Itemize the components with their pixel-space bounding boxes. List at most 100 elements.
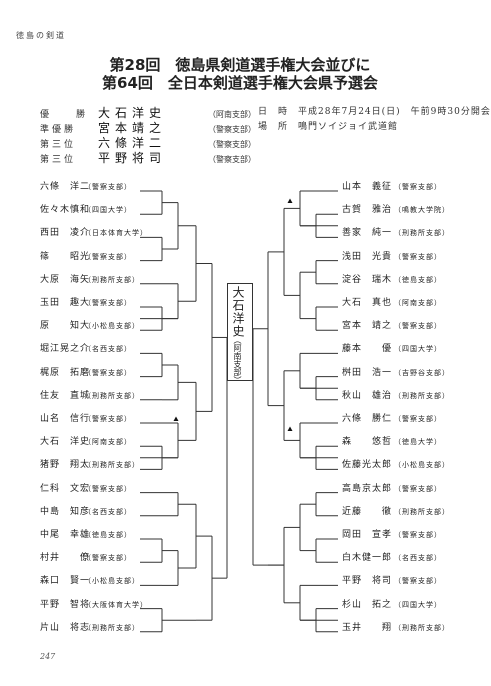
player-affil: （警察支部） bbox=[394, 484, 442, 493]
player-affil: （警察支部） bbox=[84, 299, 132, 307]
player-name: 中島 知彦 bbox=[40, 506, 91, 517]
result-rank: 第三位 bbox=[40, 140, 77, 150]
event-venue-label: 場 所 bbox=[258, 122, 289, 132]
result-row: 第三位平野将司（警察支部） bbox=[40, 149, 256, 166]
bye-marker-icon bbox=[287, 426, 293, 431]
player-entry: 秋山 雄治（刑務所支部） bbox=[342, 390, 450, 402]
result-affil: （阿南支部） bbox=[208, 110, 256, 119]
player-name: 平野 将司 bbox=[342, 576, 393, 587]
player-affil: （小松島支部） bbox=[84, 577, 140, 586]
player-affil: （四国大学） bbox=[84, 206, 132, 215]
result-row: 第三位六條洋二（警察支部） bbox=[40, 134, 256, 151]
champion-box bbox=[227, 283, 253, 381]
event-venue: 場 所 鳴門ソイジョイ武道館 bbox=[258, 119, 398, 132]
player-entry: 原 知大（小松島支部） bbox=[40, 320, 140, 332]
player-affil: （大阪体育大学） bbox=[84, 600, 148, 609]
player-name: 佐藤光太郎 bbox=[342, 460, 393, 471]
player-affil: （小松島支部） bbox=[394, 461, 450, 470]
player-entry: 堀江晃之介（名西支部） bbox=[40, 343, 132, 355]
player-affil: （警察支部） bbox=[394, 531, 442, 539]
event-venue-value: 鳴門ソイジョイ武道館 bbox=[298, 122, 399, 132]
player-name: 篠 昭光 bbox=[40, 251, 91, 262]
player-affil: （警察支部） bbox=[394, 252, 442, 261]
player-affil: （阿南支部） bbox=[394, 299, 442, 307]
player-name: 片山 将志 bbox=[40, 622, 91, 633]
player-entry: 佐々木慎和（四国大学） bbox=[40, 204, 132, 216]
player-name: 六條 勝仁 bbox=[342, 414, 393, 424]
player-entry: 平野 智将（大阪体育大学） bbox=[40, 599, 148, 611]
player-name: 浅田 光貴 bbox=[342, 251, 393, 262]
player-affil: （四国大学） bbox=[394, 345, 442, 354]
player-affil: （日本体育大学） bbox=[84, 229, 148, 238]
player-name: 岡田 宣孝 bbox=[342, 530, 393, 540]
player-name: 大石 洋史 bbox=[40, 437, 91, 448]
champion-affil: （阿南支部） bbox=[233, 336, 242, 384]
section-header-tag: 徳島の剣道 bbox=[16, 31, 66, 40]
player-entry: 白木健一郎（名西支部） bbox=[342, 552, 442, 564]
player-entry: 大原 海矢（刑務所支部） bbox=[40, 274, 140, 286]
result-affil: （警察支部） bbox=[208, 140, 256, 149]
player-name: 佐々木慎和 bbox=[40, 205, 91, 216]
player-entry: 片山 将志（刑務所支部） bbox=[40, 622, 140, 634]
player-entry: 大石 洋史（阿南支部） bbox=[40, 436, 132, 448]
bye-marker-icon bbox=[173, 416, 179, 421]
result-rank: 優 勝 bbox=[40, 110, 89, 120]
player-affil: （警察支部） bbox=[84, 415, 132, 423]
result-row: 優 勝大石洋史 （阿南支部） bbox=[40, 104, 256, 121]
player-name: 秋山 雄治 bbox=[342, 390, 393, 401]
result-affil: （警察支部） bbox=[208, 125, 256, 134]
player-affil: （刑務所支部） bbox=[394, 391, 450, 400]
player-affil: （徳島大学） bbox=[394, 438, 442, 447]
player-entry: 六條 勝仁（警察支部） bbox=[342, 413, 442, 425]
player-entry: 古賀 雅治（鳴教大学院） bbox=[342, 204, 450, 216]
player-affil: （刑務所支部） bbox=[84, 391, 140, 400]
page-number: 247 bbox=[40, 652, 56, 661]
player-entry: 山名 信行（警察支部） bbox=[40, 413, 132, 425]
title-line-1: 第28回 徳島県剣道選手権大会並びに bbox=[109, 56, 371, 74]
player-name: 堀江晃之介 bbox=[40, 344, 91, 355]
player-entry: 佐藤光太郎（小松島支部） bbox=[342, 459, 450, 471]
result-affil: （警察支部） bbox=[208, 155, 256, 164]
player-affil: （刑務所支部） bbox=[84, 461, 140, 470]
player-entry: 岡田 宣孝（警察支部） bbox=[342, 529, 442, 541]
player-name: 西田 凌介 bbox=[40, 228, 91, 239]
result-name: 宮本靖之 bbox=[98, 121, 167, 135]
bye-marker-icon bbox=[287, 198, 293, 203]
player-entry: 仁科 文宏（警察支部） bbox=[40, 483, 132, 495]
player-entry: 玉井 翔（刑務所支部） bbox=[342, 622, 450, 634]
player-entry: 山本 義征（警察支部） bbox=[342, 181, 442, 193]
player-entry: 大石 真也（阿南支部） bbox=[342, 297, 442, 309]
player-affil: （警察支部） bbox=[394, 183, 442, 191]
player-entry: 住友 直城（刑務所支部） bbox=[40, 390, 140, 402]
player-name: 住友 直城 bbox=[40, 390, 91, 401]
player-name: 山名 信行 bbox=[40, 414, 91, 424]
result-row: 準優勝宮本靖之（警察支部） bbox=[40, 119, 256, 136]
player-affil: （名西支部） bbox=[84, 345, 132, 354]
player-affil: （阿南支部） bbox=[84, 438, 132, 447]
player-name: 原 知大 bbox=[40, 321, 91, 332]
player-entry: 宮本 靖之（警察支部） bbox=[342, 320, 442, 332]
player-name: 古賀 雅治 bbox=[342, 205, 393, 216]
player-entry: 篠 昭光（警察支部） bbox=[40, 251, 132, 263]
event-date: 日 時 平成28年7月24日(日) 午前9時30分開会 bbox=[258, 104, 491, 117]
player-affil: （徳島支部） bbox=[394, 275, 442, 284]
event-date-label: 日 時 bbox=[258, 107, 289, 117]
player-affil: （刑務所支部） bbox=[394, 507, 450, 516]
result-name: 大石洋史 bbox=[98, 106, 167, 120]
player-name: 平野 智将 bbox=[40, 599, 91, 610]
player-name: 杉山 拓之 bbox=[342, 599, 393, 610]
player-entry: 森 悠哲（徳島大学） bbox=[342, 436, 442, 448]
player-affil: （警察支部） bbox=[84, 554, 132, 563]
player-affil: （警察支部） bbox=[84, 484, 132, 493]
player-name: 宮本 靖之 bbox=[342, 321, 393, 332]
player-name: 桝田 浩一 bbox=[342, 367, 393, 378]
player-affil: （小松島支部） bbox=[84, 322, 140, 331]
result-rank: 第三位 bbox=[40, 155, 77, 165]
player-entry: 中尾 幸雄（徳島支部） bbox=[40, 529, 132, 541]
player-affil: （四国大学） bbox=[394, 600, 442, 609]
player-affil: （鳴教大学院） bbox=[394, 206, 450, 215]
player-affil: （吉野谷支部） bbox=[394, 368, 450, 377]
player-affil: （警察支部） bbox=[84, 183, 132, 191]
player-affil: （刑務所支部） bbox=[394, 229, 450, 238]
player-name: 村井 僚 bbox=[40, 553, 91, 564]
